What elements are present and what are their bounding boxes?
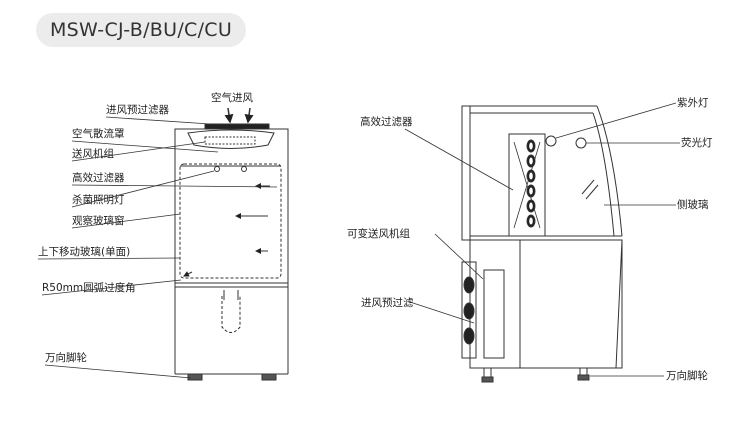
label-uv-lamp: 杀菌照明灯	[72, 193, 125, 206]
label-hepa-right: 高效过滤器	[360, 115, 413, 128]
label-uv: 紫外灯	[677, 97, 709, 109]
back-panel	[461, 105, 471, 241]
label-diffuser: 空气散流罩	[72, 127, 125, 140]
lower-cabinet	[469, 239, 623, 369]
cabinet-outer	[174, 128, 289, 284]
label-fluorescent: 荧光灯	[681, 136, 713, 149]
pre-filter-bar	[204, 123, 270, 130]
label-pre-filter: 进风预过滤器	[106, 103, 169, 116]
label-radius: R50mm圆弧过度角	[42, 281, 136, 294]
side-view-labels: 高效过滤器 可变送风机组 进风预过滤 紫外灯 荧光灯 侧玻璃 万向脚轮	[347, 97, 713, 382]
label-pre-filter-right: 进风预过滤	[361, 296, 414, 309]
label-air-in: 空气进风	[211, 91, 253, 104]
label-caster: 万向脚轮	[45, 351, 87, 364]
label-sliding-glass: 上下移动玻璃(单面)	[38, 245, 130, 258]
label-var-blower: 可变送风机组	[347, 227, 410, 240]
front-view-leaders	[37, 116, 278, 379]
side-view-leaders	[404, 102, 680, 377]
observe-window	[179, 163, 282, 279]
label-hepa: 高效过滤器	[72, 171, 125, 184]
model-title: MSW-CJ-B/BU/C/CU	[36, 13, 246, 47]
front-view-labels: 空气进风 进风预过滤器 空气散流罩 送风机组 高效过滤器 杀菌照明灯 观察玻璃窗…	[38, 91, 253, 364]
diffuser-hood	[187, 129, 275, 149]
label-side-glass: 侧玻璃	[677, 198, 709, 211]
front-view	[174, 107, 289, 381]
label-caster-right: 万向脚轮	[666, 369, 708, 382]
side-view	[461, 105, 623, 383]
label-window: 观察玻璃窗	[72, 214, 125, 227]
